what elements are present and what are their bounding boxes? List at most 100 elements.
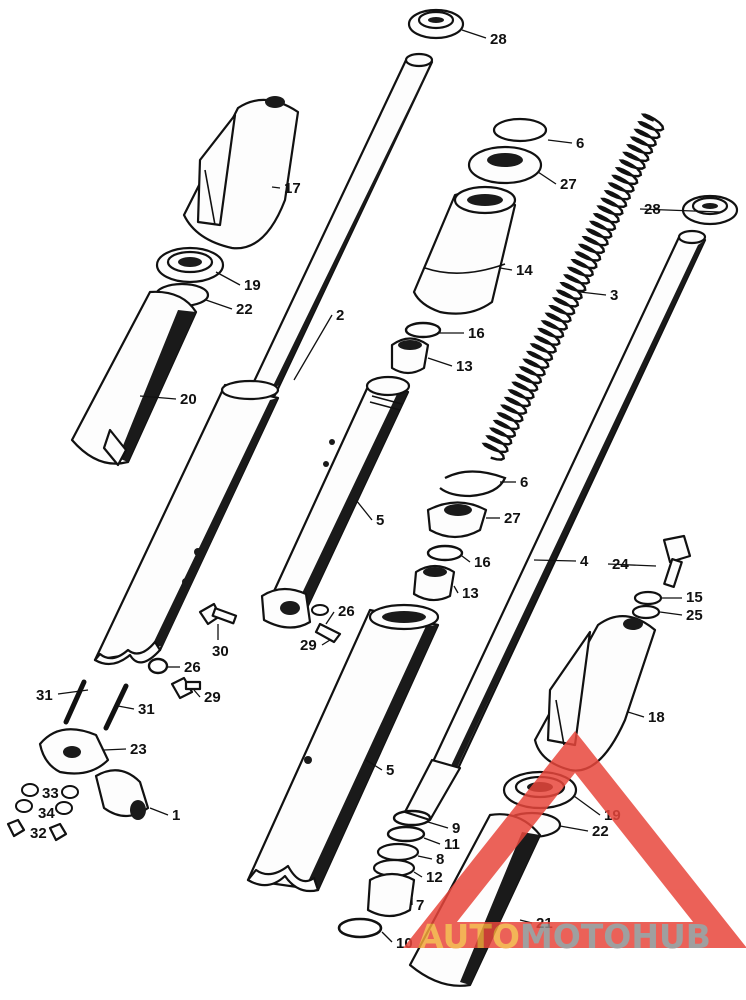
leader-line xyxy=(639,208,721,213)
callout-17: 17 xyxy=(284,180,301,197)
leader-line xyxy=(365,759,383,771)
callout-3: 3 xyxy=(610,287,618,304)
washer-15-25 xyxy=(631,590,663,620)
bushing-13-lower xyxy=(412,564,456,602)
leader-line xyxy=(533,559,577,562)
callout-5-lower: 5 xyxy=(386,762,394,779)
callout-34: 34 xyxy=(38,805,55,822)
leader-line xyxy=(321,639,331,646)
bolt-30 xyxy=(198,602,238,626)
leader-line xyxy=(499,267,513,271)
callout-27-lower: 27 xyxy=(504,510,521,527)
callout-1: 1 xyxy=(172,807,180,824)
callout-9: 9 xyxy=(452,820,460,837)
callout-12: 12 xyxy=(426,869,443,886)
callout-23: 23 xyxy=(130,741,147,758)
fork-spring-3 xyxy=(481,113,665,461)
leader-line xyxy=(461,29,487,39)
callout-26-left: 26 xyxy=(184,659,201,676)
callout-24: 24 xyxy=(612,556,629,573)
bolt-29-left xyxy=(170,676,202,700)
pin-31-a xyxy=(63,679,87,725)
axle-clamp-23 xyxy=(38,728,110,775)
callout-22-left: 22 xyxy=(236,301,253,318)
leader-line xyxy=(325,611,335,625)
o-ring-16-upper xyxy=(404,321,442,339)
leader-line xyxy=(427,821,449,829)
washer-26-left xyxy=(147,657,169,675)
fork-tube-right xyxy=(403,229,707,822)
watermark-logo: AUTOMOTOHUB xyxy=(403,731,746,956)
watermark-triangle-icon xyxy=(403,731,746,948)
callout-31-left: 31 xyxy=(36,687,53,704)
circlip-6-upper xyxy=(492,117,548,143)
leader-line xyxy=(381,931,393,943)
leader-line xyxy=(537,171,557,185)
leader-line xyxy=(547,139,573,144)
callout-14: 14 xyxy=(516,262,533,279)
callout-19-left: 19 xyxy=(244,277,261,294)
leader-line xyxy=(149,807,169,816)
callout-32: 32 xyxy=(30,825,47,842)
watermark-moto: MOTO xyxy=(520,917,631,956)
callout-5-upper: 5 xyxy=(376,512,384,529)
circlip-6-lower xyxy=(439,470,507,498)
callout-25: 25 xyxy=(686,607,703,624)
callout-11: 11 xyxy=(444,836,460,853)
callout-4: 4 xyxy=(580,553,589,570)
fork-cover-upper-left xyxy=(182,96,300,250)
leader-line xyxy=(423,837,441,845)
leader-line xyxy=(117,705,135,710)
leader-line xyxy=(355,499,373,521)
leader-line xyxy=(427,357,453,367)
fork-slider-5-lower xyxy=(246,603,440,893)
leader-line xyxy=(559,825,589,832)
leader-line xyxy=(57,689,89,695)
callout-29-left: 29 xyxy=(204,689,221,706)
leader-line xyxy=(461,555,471,563)
collar-1 xyxy=(94,769,150,820)
oil-seal-top-left xyxy=(407,8,465,40)
callout-6-lower: 6 xyxy=(520,474,528,491)
washers-nuts xyxy=(6,783,79,842)
callout-6-upper: 6 xyxy=(576,135,584,152)
bushing-13-upper xyxy=(390,337,430,375)
svg-text:AUTOMOTOHUB: AUTOMOTOHUB xyxy=(418,917,711,956)
leader-line xyxy=(413,871,423,878)
o-ring-16-lower xyxy=(426,544,464,562)
damper-stack xyxy=(337,809,432,939)
callout-18: 18 xyxy=(648,709,665,726)
callout-22-right: 22 xyxy=(592,823,609,840)
leader-line xyxy=(627,711,645,718)
callout-15: 15 xyxy=(686,589,703,606)
leader-line xyxy=(271,186,281,189)
fork-cover-lower-left xyxy=(70,290,198,467)
callout-16-lower: 16 xyxy=(474,554,491,571)
oil-seal-top-right xyxy=(681,194,739,226)
callout-13-lower: 13 xyxy=(462,585,479,602)
callout-16-upper: 16 xyxy=(468,325,485,342)
callout-31-right: 31 xyxy=(138,701,155,718)
leader-line xyxy=(607,563,657,567)
callout-33: 33 xyxy=(42,785,59,802)
axle-holder-upper xyxy=(260,587,342,644)
callout-28-right: 28 xyxy=(644,201,661,218)
spring-seat-27-lower xyxy=(426,501,488,539)
leader-line xyxy=(103,748,127,751)
leader-line xyxy=(293,314,333,381)
fork-tube-left xyxy=(248,52,434,397)
fork-slider-left xyxy=(93,379,280,666)
callout-30: 30 xyxy=(212,643,229,660)
fork-cover-upper-right xyxy=(533,615,657,772)
callout-28-left: 28 xyxy=(490,31,507,48)
callout-13-upper: 13 xyxy=(456,358,473,375)
leader-line xyxy=(417,855,433,860)
pin-31-b xyxy=(103,683,129,731)
bushing-19-left xyxy=(154,246,225,308)
callout-2: 2 xyxy=(336,307,344,324)
leader-line xyxy=(579,291,607,296)
watermark-hub: HUB xyxy=(631,917,711,956)
leader-line xyxy=(215,271,241,286)
drain-bolt-24 xyxy=(662,534,692,589)
